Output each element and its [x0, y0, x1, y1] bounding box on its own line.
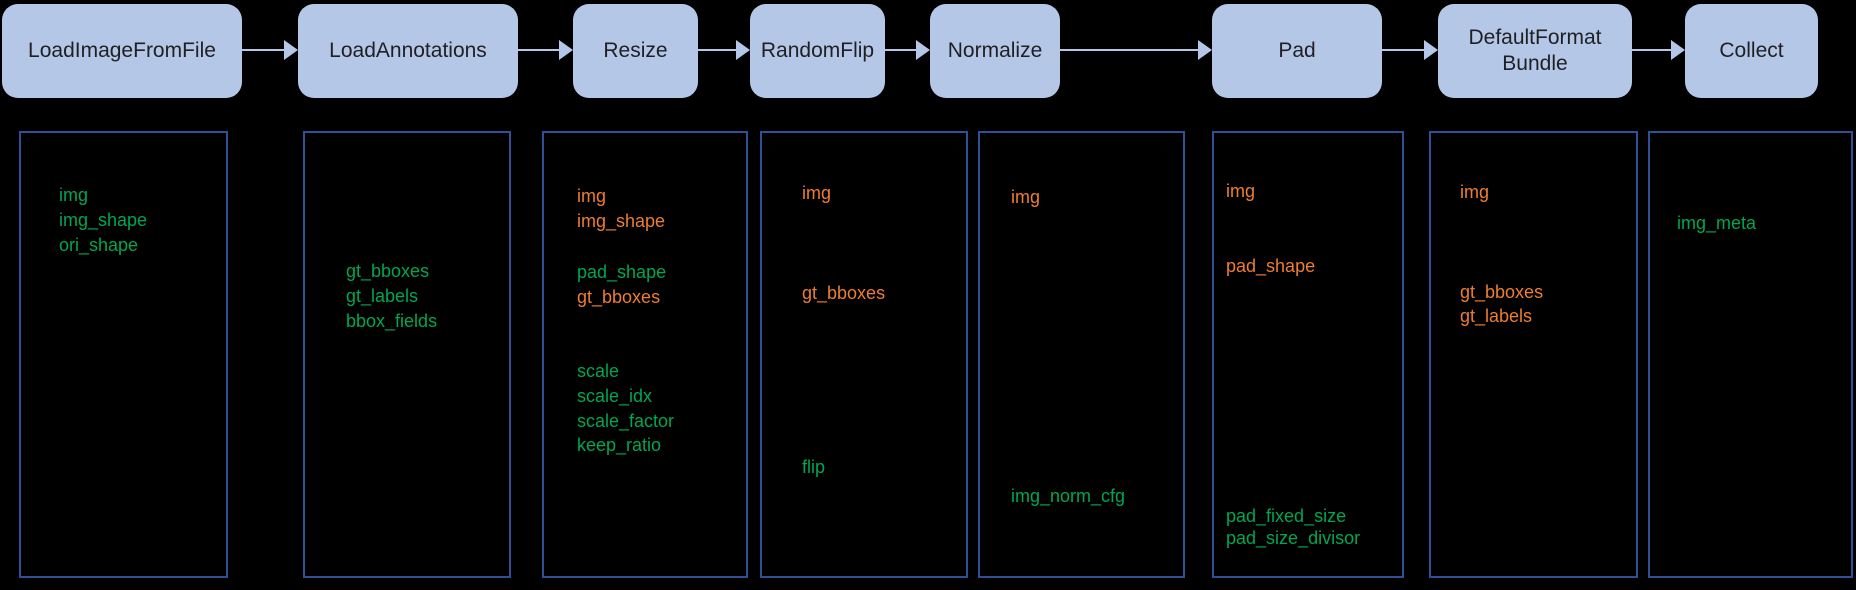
- pipeline-key: pad_size_divisor: [1226, 528, 1361, 548]
- arrowhead-icon: [559, 40, 573, 60]
- flow-arrow: [1632, 38, 1685, 62]
- stage-output-box-default-format-bundle: [1429, 131, 1638, 578]
- stage-output-box-load-image-from-file: [19, 131, 228, 578]
- pipeline-key: keep_ratio: [577, 435, 662, 455]
- stage-node-resize: Resize: [573, 4, 698, 98]
- pipeline-key: gt_bboxes: [577, 287, 661, 307]
- stage-node-load-image-from-file: LoadImageFromFile: [2, 4, 242, 98]
- stage-output-box-random-flip: [760, 131, 968, 578]
- arrow-shaft: [1382, 49, 1428, 51]
- flow-arrow: [1060, 38, 1212, 62]
- flow-arrow: [518, 38, 573, 62]
- stage-node-default-format-bundle: DefaultFormat Bundle: [1438, 4, 1632, 98]
- arrow-shaft: [698, 49, 740, 51]
- arrowhead-icon: [916, 40, 930, 60]
- arrow-shaft: [1060, 49, 1202, 51]
- arrowhead-icon: [1671, 40, 1685, 60]
- stage-node-load-annotations: LoadAnnotations: [298, 4, 518, 98]
- stage-label: DefaultFormat Bundle: [1468, 25, 1602, 75]
- pipeline-key: gt_labels: [346, 286, 419, 306]
- stage-label: LoadImageFromFile: [28, 38, 216, 62]
- pipeline-key: gt_labels: [1460, 306, 1533, 326]
- pipeline-key: pad_shape: [1226, 256, 1316, 276]
- pipeline-key: img_shape: [59, 210, 148, 230]
- stage-node-pad: Pad: [1212, 4, 1382, 98]
- flow-arrow: [242, 38, 298, 62]
- stage-label: LoadAnnotations: [329, 38, 487, 62]
- pipeline-key: flip: [802, 457, 826, 477]
- pipeline-key: pad_shape: [577, 262, 667, 282]
- stage-output-box-pad: [1212, 131, 1404, 578]
- stage-label: Resize: [603, 38, 668, 62]
- arrow-shaft: [518, 49, 563, 51]
- stage-label: Collect: [1719, 38, 1784, 62]
- pipeline-key: ori_shape: [59, 235, 139, 255]
- pipeline-key: img: [1011, 187, 1041, 207]
- stage-output-box-resize: [542, 131, 748, 578]
- arrow-shaft: [242, 49, 288, 51]
- pipeline-key: scale: [577, 361, 620, 381]
- arrow-shaft: [1632, 49, 1675, 51]
- stage-node-normalize: Normalize: [930, 4, 1060, 98]
- stage-label: RandomFlip: [760, 38, 875, 62]
- arrow-shaft: [885, 49, 920, 51]
- pipeline-key: scale_factor: [577, 411, 675, 431]
- flow-arrow: [698, 38, 750, 62]
- pipeline-key: img: [1460, 182, 1490, 202]
- pipeline-key: gt_bboxes: [1460, 282, 1544, 302]
- stage-node-collect: Collect: [1685, 4, 1818, 98]
- stage-output-box-load-annotations: [303, 131, 511, 578]
- arrowhead-icon: [284, 40, 298, 60]
- flow-arrow: [885, 38, 930, 62]
- stage-label: Pad: [1278, 38, 1316, 62]
- pipeline-key: img: [59, 185, 89, 205]
- pipeline-key: img_meta: [1677, 213, 1757, 233]
- pipeline-key: gt_bboxes: [346, 261, 430, 281]
- pipeline-key: bbox_fields: [346, 311, 438, 331]
- pipeline-key: img: [577, 186, 607, 206]
- pipeline-key: scale_idx: [577, 386, 653, 406]
- pipeline-key: img_norm_cfg: [1011, 486, 1126, 506]
- stage-output-box-collect: [1648, 131, 1853, 578]
- arrowhead-icon: [736, 40, 750, 60]
- pipeline-key: img: [802, 183, 832, 203]
- flow-arrow: [1382, 38, 1438, 62]
- arrowhead-icon: [1198, 40, 1212, 60]
- arrowhead-icon: [1424, 40, 1438, 60]
- pipeline-key: gt_bboxes: [802, 283, 886, 303]
- pipeline-key: img: [1226, 181, 1256, 201]
- pipeline-key: img_shape: [577, 211, 666, 231]
- stage-label: Normalize: [947, 38, 1043, 62]
- stage-node-random-flip: RandomFlip: [750, 4, 885, 98]
- stage-output-box-normalize: [978, 131, 1185, 578]
- pipeline-key: pad_fixed_size: [1226, 506, 1347, 526]
